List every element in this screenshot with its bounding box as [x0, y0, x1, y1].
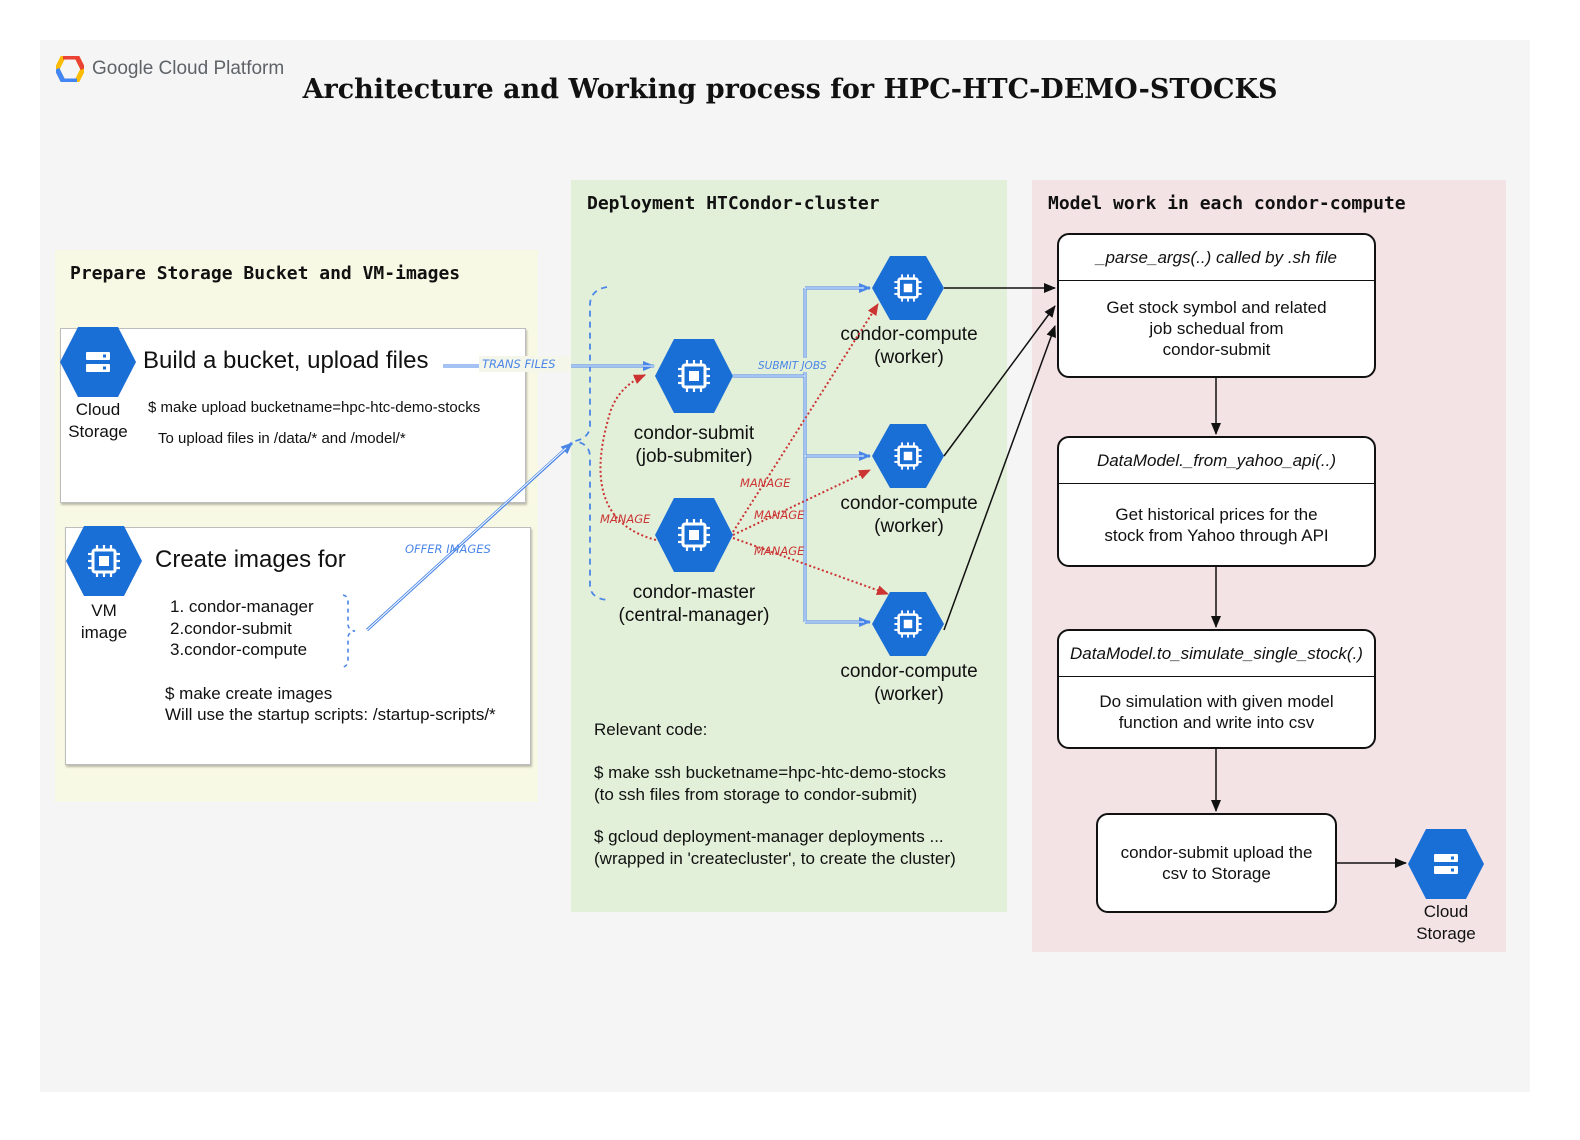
parse-args-body-line-2: job schedual from	[1149, 319, 1284, 338]
condor-master-label-2: (central-manager)	[618, 605, 770, 626]
model-flow-arrows	[1211, 378, 1407, 868]
images-item-3: 3.condor-compute	[170, 640, 308, 659]
bucket-command: $ make upload bucketname=hpc-htc-demo-st…	[148, 399, 481, 416]
condor-compute-2-node-icon	[872, 424, 944, 488]
parse-args-body: Get stock symbol and related job schedua…	[1059, 281, 1374, 376]
vm-image-label-2: image	[80, 623, 128, 642]
images-note: Will use the startup scripts: /startup-s…	[165, 705, 496, 724]
condor-submit-label-1: condor-submit	[633, 423, 755, 444]
submit-jobs-label: SUBMIT JOBS	[758, 360, 827, 372]
submit-jobs-lines-inner	[733, 287, 864, 623]
vm-image-icon	[66, 526, 142, 596]
upload-csv-box: condor-submit upload the csv to Storage	[1096, 813, 1337, 913]
deploy-section-title: Deployment HTCondor-cluster	[587, 193, 880, 214]
images-card	[65, 527, 531, 765]
gcp-logo: Google Cloud Platform	[56, 56, 284, 82]
yahoo-api-body: Get historical prices for the stock from…	[1059, 484, 1374, 565]
yahoo-api-box: DataModel._from_yahoo_api(..) Get histor…	[1057, 436, 1376, 567]
compute-2-label-1: condor-compute	[840, 493, 978, 514]
prepare-section-title: Prepare Storage Bucket and VM-images	[70, 263, 461, 284]
vm-image-label-1: VM	[91, 601, 117, 620]
trans-files-label-bg	[479, 356, 571, 372]
parse-args-body-line-3: condor-submit	[1162, 340, 1271, 359]
images-item-1: 1. condor-manager	[170, 597, 314, 616]
simulate-body: Do simulation with given model function …	[1059, 677, 1374, 747]
parse-args-head: _parse_args(..) called by .sh file	[1059, 235, 1374, 281]
result-storage-label-2: Storage	[1416, 924, 1476, 943]
images-heading: Create images for	[155, 546, 346, 573]
cluster-brace	[574, 286, 608, 601]
yahoo-api-head: DataModel._from_yahoo_api(..)	[1059, 438, 1374, 484]
yahoo-api-body-line-1: Get historical prices for the	[1115, 504, 1318, 524]
manage-label-compute-3: MANAGE	[754, 544, 805, 558]
submit-jobs-label-bg	[756, 358, 838, 372]
bucket-heading: Build a bucket, upload files	[143, 347, 429, 374]
condor-submit-label-2: (job-submiter)	[635, 446, 753, 467]
compute-3-label-1: condor-compute	[840, 661, 978, 682]
condor-master-label-1: condor-master	[632, 582, 756, 603]
compute-1-label-1: condor-compute	[840, 324, 978, 345]
images-item-2: 2.condor-submit	[170, 619, 292, 638]
image-list-brace	[342, 594, 356, 668]
condor-submit-node-icon	[655, 339, 733, 413]
simulate-body-line-2: function and write into csv	[1118, 713, 1315, 732]
offer-images-label: OFFER IMAGES	[405, 542, 491, 556]
upload-csv-body: condor-submit upload the csv to Storage	[1098, 815, 1335, 911]
code-title: Relevant code:	[594, 720, 708, 739]
simulate-body-line-1: Do simulation with given model	[1099, 692, 1334, 711]
simulate-box: DataModel.to_simulate_single_stock(.) Do…	[1057, 629, 1376, 749]
compute-2-label-2: (worker)	[874, 516, 944, 537]
condor-compute-1-node-icon	[872, 256, 944, 320]
manage-arrows	[599, 303, 889, 595]
manage-label-compute-1: MANAGE	[740, 476, 791, 490]
manage-label-submit: MANAGE	[600, 512, 651, 526]
condor-master-node-icon	[655, 498, 733, 572]
bucket-note: To upload files in /data/* and /model/*	[158, 430, 406, 447]
cloud-storage-label-1: Cloud	[75, 400, 121, 419]
trans-files-label: TRANS FILES	[482, 357, 555, 371]
gcp-hexagon-logo-icon	[56, 56, 84, 82]
code-make-ssh: $ make ssh bucketname=hpc-htc-demo-stock…	[594, 763, 946, 782]
manage-label-compute-2: MANAGE	[754, 508, 805, 522]
images-command: $ make create images	[165, 684, 333, 703]
result-storage-label-1: Cloud	[1423, 902, 1469, 921]
gcp-logo-text: Google Cloud Platform	[92, 58, 285, 79]
compute-to-model-arrows	[943, 283, 1056, 631]
compute-3-label-2: (worker)	[874, 684, 944, 705]
code-gcloud-note: (wrapped in 'createcluster', to create t…	[594, 849, 956, 868]
cloud-storage-icon	[60, 327, 136, 397]
offer-images-arrow-inner	[366, 447, 567, 631]
upload-csv-line-2: csv to Storage	[1162, 864, 1271, 883]
code-make-ssh-note: (to ssh files from storage to condor-sub…	[594, 785, 918, 804]
parse-args-box: _parse_args(..) called by .sh file Get s…	[1057, 233, 1376, 378]
simulate-head: DataModel.to_simulate_single_stock(.)	[1059, 631, 1374, 677]
result-cloud-storage-icon	[1408, 829, 1484, 899]
submit-jobs-lines	[733, 283, 871, 627]
yahoo-api-body-line-2: stock from Yahoo through API	[1104, 525, 1329, 545]
compute-1-label-2: (worker)	[874, 347, 944, 368]
upload-csv-line-1: condor-submit upload the	[1120, 843, 1313, 862]
diagram-title: Architecture and Working process for HPC…	[302, 74, 1278, 105]
condor-compute-3-node-icon	[872, 592, 944, 656]
model-section-title: Model work in each condor-compute	[1048, 193, 1406, 214]
cloud-storage-label-2: Storage	[68, 422, 128, 441]
bucket-card	[60, 328, 526, 503]
code-gcloud: $ gcloud deployment-manager deployments …	[594, 827, 944, 846]
parse-args-body-line-1: Get stock symbol and related	[1106, 298, 1327, 317]
